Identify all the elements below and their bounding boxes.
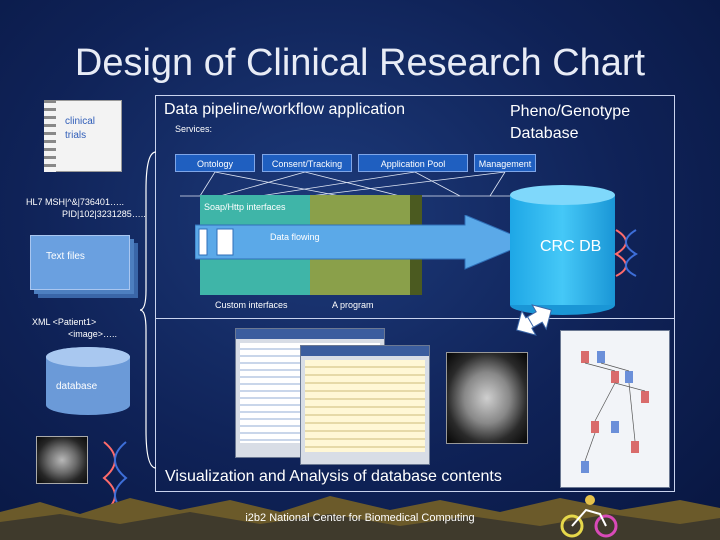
hl7-line-1: HL7 MSH|^&|736401…..: [26, 197, 124, 207]
pheno-genotype-header: Pheno/Genotype Database: [510, 103, 631, 142]
mountain-footer: [0, 496, 720, 540]
pipeline-header: Data pipeline/workflow application: [164, 101, 406, 118]
soap-label: Soap/Http interfaces: [204, 202, 286, 212]
binder-strip: [44, 100, 56, 172]
slide-title: Design of Clinical Research Chart: [74, 42, 646, 84]
dna-helix-icon: [614, 229, 638, 277]
crc-db-label: CRC DB: [540, 238, 602, 255]
cyclist-icon: [560, 495, 618, 538]
viz-screenshot-list: [300, 345, 430, 465]
service-ontology: Ontology: [175, 154, 255, 172]
main-frame: [155, 95, 675, 492]
text-files-label: Text files: [46, 251, 85, 262]
hl7-line-2: PID|102|3231285…..: [62, 209, 146, 219]
xml-line-1: XML <Patient1>: [32, 317, 97, 327]
service-management: Management: [474, 154, 536, 172]
clinical-trials-label: clinical trials: [65, 116, 96, 141]
text-files-stack: [30, 235, 130, 290]
database-cylinder-small: [46, 347, 130, 415]
database-label: database: [56, 381, 98, 392]
crc-cylinder-top: [510, 185, 615, 205]
custom-interfaces-label: Custom interfaces: [215, 300, 288, 310]
visualization-caption: Visualization and Analysis of database c…: [165, 468, 502, 485]
a-program-label: A program: [332, 300, 374, 310]
ct-scan-image: [446, 352, 528, 444]
viz-screenshot-pedigree: [560, 330, 670, 488]
transfer-arrows-icon: [516, 304, 552, 336]
footer-text: i2b2 National Center for Biomedical Comp…: [245, 512, 475, 524]
brain-scan-thumbnail: [36, 436, 88, 484]
xml-line-2: <image>…..: [68, 329, 118, 339]
service-consent-tracking: Consent/Tracking: [262, 154, 352, 172]
data-flow-arrow: [195, 215, 532, 270]
service-application-pool: Application Pool: [358, 154, 468, 172]
data-flowing-label: Data flowing: [270, 232, 320, 242]
section-divider: [155, 318, 675, 319]
services-label: Services:: [175, 124, 213, 134]
input-brace: [140, 151, 157, 469]
crc-cylinder-body: [510, 195, 615, 305]
